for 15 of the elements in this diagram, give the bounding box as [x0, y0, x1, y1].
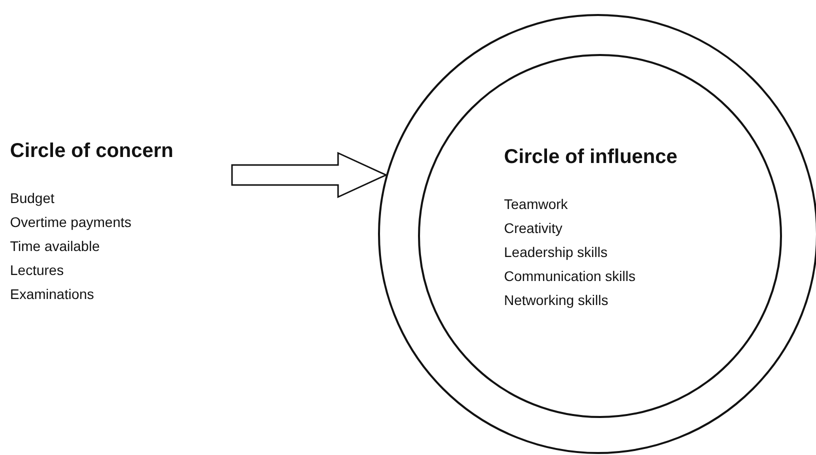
block-arrow — [231, 152, 388, 198]
circle-outline — [378, 14, 816, 454]
circle-outline — [418, 54, 782, 418]
list-item: Communication skills — [504, 268, 636, 284]
list-item: Overtime payments — [10, 214, 132, 230]
list-item: Budget — [10, 190, 54, 206]
heading-text: Circle of influence — [504, 146, 678, 169]
list-item: Creativity — [504, 220, 562, 236]
heading-text: Circle of concern — [10, 140, 174, 163]
list-item: Time available — [10, 238, 100, 254]
list-item: Examinations — [10, 286, 94, 302]
list-item: Leadership skills — [504, 244, 608, 260]
list-item: Teamwork — [504, 196, 568, 212]
list-item: Lectures — [10, 262, 64, 278]
list-item: Networking skills — [504, 292, 608, 308]
